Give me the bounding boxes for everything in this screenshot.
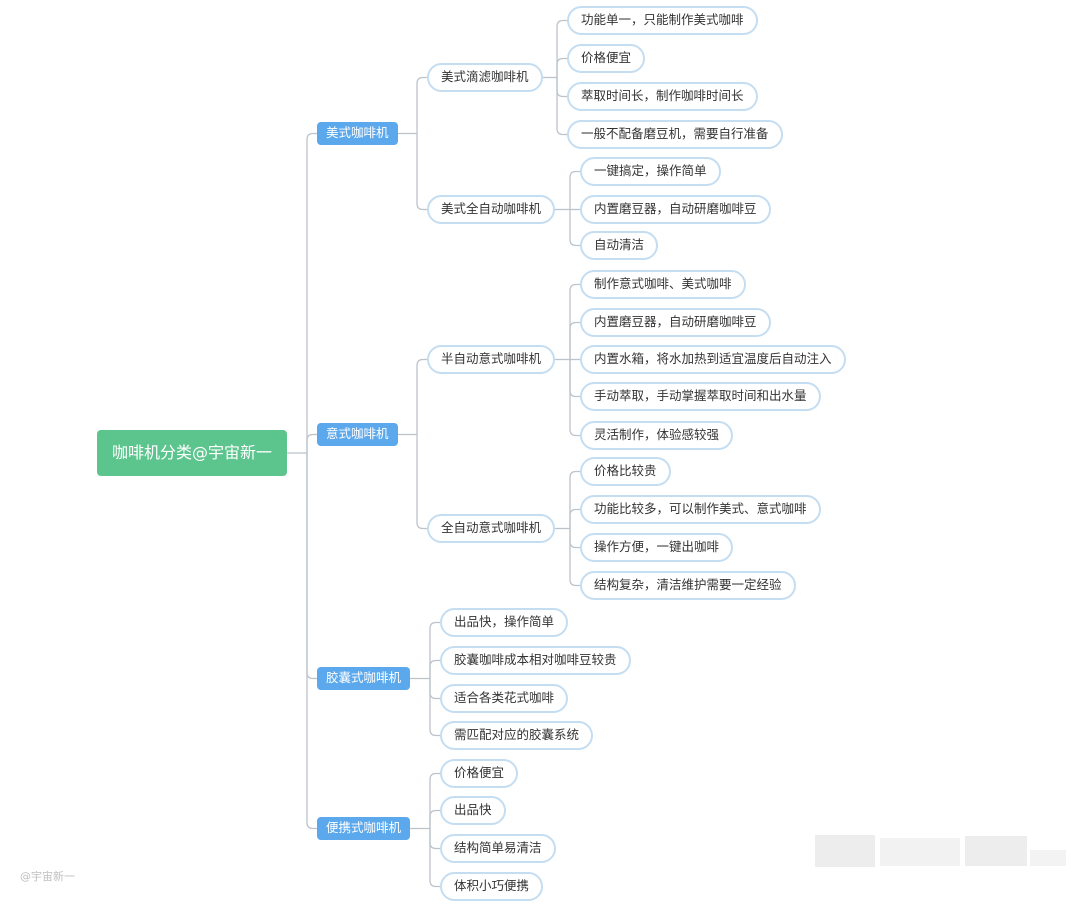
leaf-item[interactable]: 出品快，操作简单 xyxy=(440,608,569,637)
category-espresso-machine[interactable]: 意式咖啡机 xyxy=(317,423,398,446)
root-node[interactable]: 咖啡机分类@宇宙新一 xyxy=(97,430,287,476)
sub-full-auto-espresso[interactable]: 全自动意式咖啡机 xyxy=(427,514,556,543)
connector-line xyxy=(416,133,427,211)
leaf-item[interactable]: 内置水箱，将水加热到适宜温度后自动注入 xyxy=(580,345,846,374)
leaf-item[interactable]: 价格便宜 xyxy=(440,759,519,788)
sub-semi-auto-espresso[interactable]: 半自动意式咖啡机 xyxy=(427,345,556,374)
connector-line xyxy=(429,828,440,850)
connector-line xyxy=(429,659,440,679)
connector-line xyxy=(569,359,580,398)
leaf-item[interactable]: 一键搞定，操作简单 xyxy=(580,157,721,186)
connector-line xyxy=(429,828,440,888)
category-portable-machine[interactable]: 便携式咖啡机 xyxy=(317,817,411,840)
connector-line xyxy=(569,209,580,247)
leaf-item[interactable]: 内置磨豆器，自动研磨咖啡豆 xyxy=(580,308,771,337)
blurred-area xyxy=(965,836,1027,866)
connector-line xyxy=(306,132,317,453)
connector-line xyxy=(429,772,440,829)
connector-line xyxy=(429,621,440,679)
leaf-item[interactable]: 功能比较多，可以制作美式、意式咖啡 xyxy=(580,495,821,524)
leaf-item[interactable]: 出品快 xyxy=(440,796,506,825)
category-american-coffee-machine[interactable]: 美式咖啡机 xyxy=(317,122,398,145)
connector-line xyxy=(569,359,580,437)
leaf-item[interactable]: 价格便宜 xyxy=(567,44,646,73)
connector-line xyxy=(569,470,580,529)
connector-line xyxy=(429,678,440,700)
leaf-item[interactable]: 价格比较贵 xyxy=(580,457,671,486)
leaf-item[interactable]: 制作意式咖啡、美式咖啡 xyxy=(580,270,746,299)
connector-line xyxy=(416,434,427,530)
connector-line xyxy=(569,528,580,587)
blurred-area xyxy=(1030,850,1066,866)
connector-line xyxy=(569,508,580,529)
leaf-item[interactable]: 需匹配对应的胶囊系统 xyxy=(440,721,594,750)
connector-line xyxy=(569,528,580,549)
connector-line xyxy=(556,57,567,78)
leaf-item[interactable]: 胶囊咖啡成本相对咖啡豆较贵 xyxy=(440,646,631,675)
leaf-item[interactable]: 功能单一，只能制作美式咖啡 xyxy=(567,6,758,35)
leaf-item[interactable]: 操作方便，一键出咖啡 xyxy=(580,533,734,562)
connector-line xyxy=(569,170,580,210)
connector-line xyxy=(306,453,317,830)
connector-line xyxy=(306,453,317,680)
blurred-area xyxy=(815,835,875,867)
connector-line xyxy=(306,433,317,453)
sub-american-auto-machine[interactable]: 美式全自动咖啡机 xyxy=(427,195,556,224)
leaf-item[interactable]: 结构简单易清洁 xyxy=(440,834,556,863)
connector-line xyxy=(569,283,580,360)
connector-line xyxy=(556,19,567,78)
leaf-item[interactable]: 内置磨豆器，自动研磨咖啡豆 xyxy=(580,195,771,224)
leaf-item[interactable]: 手动萃取，手动掌握萃取时间和出水量 xyxy=(580,382,821,411)
leaf-item[interactable]: 一般不配备磨豆机，需要自行准备 xyxy=(567,120,783,149)
connector-line xyxy=(429,678,440,737)
category-capsule-machine[interactable]: 胶囊式咖啡机 xyxy=(317,667,411,690)
blurred-area xyxy=(880,838,960,866)
leaf-item[interactable]: 结构复杂，清洁维护需要一定经验 xyxy=(580,571,796,600)
leaf-item[interactable]: 适合各类花式咖啡 xyxy=(440,684,569,713)
leaf-item[interactable]: 体积小巧便携 xyxy=(440,872,544,901)
connector-line xyxy=(556,77,567,98)
connector-line xyxy=(416,76,427,134)
leaf-item[interactable]: 萃取时间长，制作咖啡时间长 xyxy=(567,82,758,111)
connector-line xyxy=(416,358,427,435)
connector-line xyxy=(556,77,567,136)
leaf-item[interactable]: 灵活制作，体验感较强 xyxy=(580,421,734,450)
sub-drip-machine[interactable]: 美式滴滤咖啡机 xyxy=(427,63,543,92)
watermark: @宇宙新一 xyxy=(20,870,75,883)
connector-line xyxy=(569,321,580,360)
leaf-item[interactable]: 自动清洁 xyxy=(580,231,659,260)
connector-line xyxy=(429,809,440,829)
